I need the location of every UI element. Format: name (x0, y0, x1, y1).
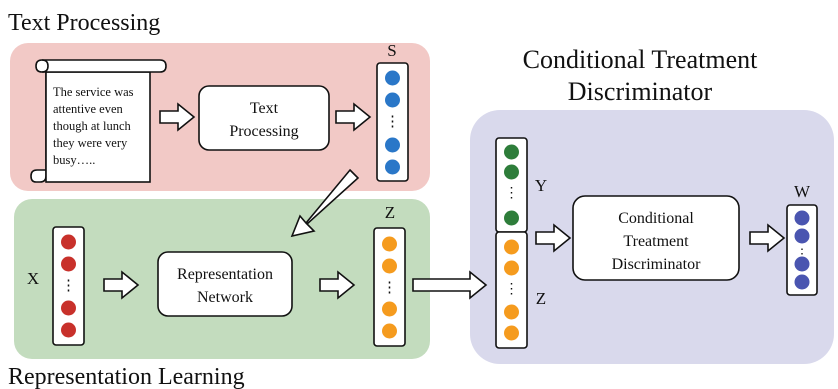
representation-learning-title: Representation Learning (8, 364, 245, 389)
text-processing-box (198, 85, 330, 151)
w-vector-frame (786, 204, 818, 296)
z-vector-dot (382, 236, 397, 252)
z-input-vector-label: Z (536, 289, 546, 308)
text-processing-box-label-2: Processing (229, 123, 298, 140)
s-vector-label: S (387, 41, 396, 60)
s-vector-ellipsis: ⋮ (385, 114, 400, 130)
y-vector-dot (504, 210, 519, 226)
z-input-vector-dot (504, 260, 519, 276)
z-vector-frame (373, 227, 406, 347)
discriminator-box-label-3: Discriminator (612, 256, 702, 273)
s-vector-dot (385, 159, 400, 175)
representation-network-label-2: Network (197, 289, 253, 306)
z-input-vector-dot (504, 239, 519, 255)
y-vector-label: Y (535, 176, 547, 195)
z-vector-ellipsis: ⋮ (382, 280, 397, 296)
arrow-z-to-discriminator (412, 270, 488, 300)
text-processing-box-label-1: Text (250, 100, 279, 117)
scroll-text-line-3: though at lunch (53, 119, 132, 133)
representation-network-box (157, 251, 293, 317)
y-vector-dot (504, 144, 519, 160)
z-input-vector-dot (504, 304, 519, 320)
w-vector-dot (794, 228, 810, 244)
z-vector-label: Z (385, 203, 395, 222)
scroll-text-line-1: The service was (53, 85, 134, 99)
x-vector-dot (61, 256, 76, 272)
s-vector-frame (376, 62, 409, 182)
x-vector-dot (61, 322, 76, 338)
text-processing-title: Text Processing (8, 10, 160, 36)
scroll-text-line-5: busy….. (53, 153, 95, 167)
x-vector-label: X (27, 269, 39, 288)
x-vector-dot (61, 300, 76, 316)
s-vector-dot (385, 92, 400, 108)
z-input-vector-ellipsis: ⋮ (505, 282, 519, 297)
scroll-text-line-2: attentive even (53, 102, 124, 116)
z-vector-dot (382, 301, 397, 317)
arrow-s-to-representation (290, 168, 360, 238)
y-vector-ellipsis: ⋮ (505, 186, 519, 201)
discriminator-box (572, 195, 740, 281)
w-vector-label: W (794, 182, 811, 201)
w-vector-dot (794, 210, 810, 226)
z-input-vector-dot (504, 325, 519, 341)
scroll-text-line-4: they were very (53, 136, 128, 150)
conditional-treatment-title-line1: Conditional Treatment (523, 45, 759, 74)
y-vector-dot (504, 164, 519, 180)
x-vector-ellipsis: ⋮ (61, 278, 76, 294)
w-vector-dot (794, 274, 810, 290)
s-vector-dot (385, 137, 400, 153)
s-vector-dot (385, 70, 400, 86)
z-vector-dot (382, 258, 397, 274)
discriminator-box-label-1: Conditional (618, 210, 694, 227)
w-vector-dot (794, 256, 810, 272)
x-vector-frame (52, 226, 85, 346)
conditional-treatment-title-line2: Discriminator (568, 77, 713, 106)
z-input-vector-frame (495, 231, 528, 349)
representation-network-label-1: Representation (177, 266, 273, 283)
document-scroll: The service was attentive even though at… (30, 59, 167, 183)
x-vector-dot (61, 234, 76, 250)
z-vector-dot (382, 323, 397, 339)
discriminator-box-label-2: Treatment (623, 233, 689, 250)
